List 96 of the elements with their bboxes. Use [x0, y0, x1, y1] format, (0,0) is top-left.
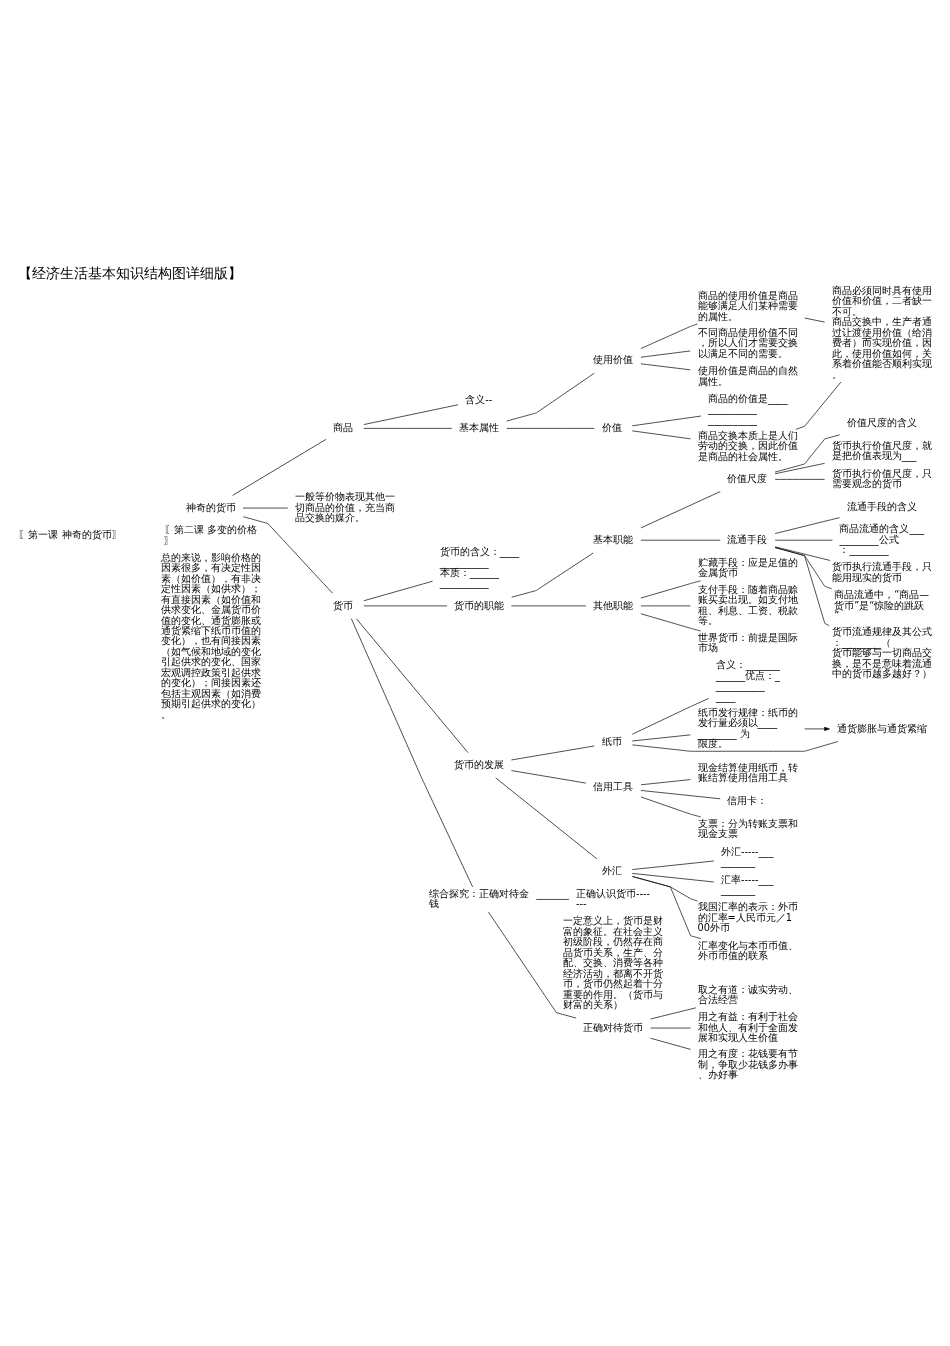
node-text: 通货膨胀与通货紧缩 [836, 722, 927, 734]
node-text: 外汇-----__________ [721, 845, 774, 868]
connector [356, 618, 469, 753]
label: 总的来说，影响价格的因素很多，有决定性因素（如价值），有非决定性因素（如供求）；有直接因素（如价值和供求变化、金属货币价值的变化、通货膨胀或通货紧缩下纸币币值的变化），也有间接因素（如气候和地域的变化引起供求的变化、国家宏观调控政策引起供求的变化）；间接因素还包括主观因素（如消费预期引起供求的变化）。 [160, 551, 261, 720]
diagram-title: 【经济生活基本知识结构图详细版】 [18, 264, 243, 281]
node-text: 价值 [601, 421, 622, 433]
node-text: 纸币发行规律：纸币的发行量必须以____________ 为限度。 [697, 706, 798, 750]
node-text: 正确认识货币------- [575, 887, 651, 910]
connector [632, 876, 701, 939]
connector [631, 415, 702, 427]
node-text: 含义：_____________优点：_______________ [715, 659, 780, 702]
node-text: 神奇的货币 [185, 501, 236, 513]
node-text: 外汇 [601, 865, 622, 877]
node-text: 其他职能 [593, 599, 634, 611]
connector [774, 547, 830, 627]
node-text: 汇率变化与本币币值、外币币值的联系 [697, 939, 798, 961]
connector [650, 1037, 691, 1050]
node-text: 综合探究：正确对待金钱 [429, 887, 530, 910]
connector [631, 734, 691, 742]
node-text: 商品必须同时具有使用价值和价值，二者缺一不可。 商品交换中，生产者通过让渡使用价值（给消费者）而实现价值，因此，使用价值如何，关系着价值能否顺利实现。 [831, 284, 932, 380]
connector [511, 745, 595, 761]
node-text: 现金结算使用纸币，转账结算使用信用工具 [697, 761, 798, 784]
connector [488, 911, 577, 1019]
node-label: 一定意义上，货币是财富的象征。在社会主义初级阶段，仍然存在商品货币关系，生产、分配、交换、消费等各种经济活动，都离不开货币，货币仍然起着十分重要的作用。（货币与财富的关系） [563, 915, 664, 1011]
node-text: 流通手段的含义 [846, 500, 917, 512]
node-text: 使用价值是商品的自然属性。 [697, 365, 798, 387]
connector [795, 381, 842, 430]
connector [640, 580, 701, 599]
connector [774, 434, 840, 473]
node-text: 支付手段：随着商品赊账买卖出现。如支付地租、利息、工资、税款等。 [697, 583, 798, 627]
node-text: 基本职能 [593, 533, 634, 545]
connector [640, 350, 691, 358]
node-text: 取之有道：诚实劳动、合法经营 [697, 983, 798, 1006]
node-text: 货币的职能 [454, 599, 505, 611]
connector [631, 430, 691, 440]
connector [242, 516, 333, 594]
connector [511, 552, 594, 598]
arrow [804, 726, 830, 731]
node-text: 商品 [333, 421, 354, 433]
connector [506, 372, 595, 422]
node-text: 使用价值 [593, 354, 634, 366]
connector [640, 790, 721, 800]
node-text: 汇率-----__________ [721, 873, 774, 896]
node-text: 一般等价物表现其他一切商品的价值，充当商品交换的媒介。 [295, 491, 396, 524]
node-text: 货币执行流通手段，只能用现实的货币 [831, 561, 932, 583]
node-text: 世界货币：前提是国际市场 [697, 631, 798, 654]
node-text: 商品的价值是________________________ [708, 392, 788, 425]
connector [511, 770, 587, 784]
node-text: 含义-- [465, 394, 493, 406]
connector [640, 491, 721, 529]
node-text: 基本属性 [458, 421, 499, 433]
node-text: 价值尺度 [727, 472, 768, 484]
node-text: 信用工具 [593, 781, 634, 793]
node-text: 货币 [333, 599, 354, 611]
node-text: 货币执行价值尺度，只需要观念的货币 [831, 467, 932, 490]
node-text: 用之有益：有利于社会和他人、有利于全面发展和实现人生价值 [697, 1011, 798, 1044]
connector [632, 741, 839, 752]
node-text: 货币执行价值尺度，就是把价值表现为___ [831, 439, 932, 462]
connector [774, 546, 831, 561]
connector [350, 618, 473, 888]
node-text: 货币流通规律及其公式：________（货币能够与一切商品交换，是不是意味着流通中的货币越多越好？） [831, 626, 932, 679]
connector [640, 779, 691, 786]
node-text: 商品交换本质上是人们劳动的交换，因此价值是商品的社会属性。 [697, 429, 798, 462]
node-text: 纸币 [601, 736, 622, 748]
node-text: 不同商品使用价值不同，所以人们才需要交换以满足不同的需要。 [697, 326, 798, 359]
node-text: 价值尺度的含义 [846, 417, 917, 429]
connector [774, 462, 825, 475]
connector [631, 873, 715, 883]
node-text: 货币的含义：______________ 本质：________________ [439, 546, 520, 589]
connector [363, 580, 433, 602]
node-text: 货币的发展 [454, 758, 505, 770]
node-text: 贮藏手段：应是足值的金属货币 [697, 556, 798, 578]
node-text: 正确对待货币 [583, 1021, 644, 1033]
connector [631, 860, 715, 870]
connector [774, 547, 833, 590]
connector [650, 1007, 697, 1020]
label: 〖第一课 神奇的货币〗 [18, 528, 122, 541]
connector [774, 517, 840, 534]
node-text: 流通手段 [727, 533, 768, 545]
node-text: 我国汇率的表示：外币的汇率=人民币元／100外币 [697, 901, 798, 934]
connector [640, 323, 698, 349]
node-text: 商品流通中，“商品—货币”是“惊险的跳跃” [834, 589, 930, 621]
node-text: 用之有度：花钱要有节制，争取少花钱多办事、办好事 [697, 1048, 798, 1081]
connector [495, 777, 598, 860]
connector [535, 899, 570, 900]
label: 〖第二课 多变的价格〗 [164, 524, 258, 546]
connector [640, 796, 701, 818]
node-text: 支票：分为转账支票和现金支票 [697, 817, 798, 840]
connector [640, 613, 701, 632]
connector [632, 698, 710, 735]
connector [640, 363, 691, 371]
node-text: 商品的使用价值是商品能够满足人们某种需要的属性。 [697, 289, 798, 322]
connector [232, 439, 327, 496]
connector [363, 404, 459, 425]
node-text: 信用卡： [727, 795, 768, 807]
node-text: 商品流通的含义___________公式：________ [839, 523, 925, 556]
